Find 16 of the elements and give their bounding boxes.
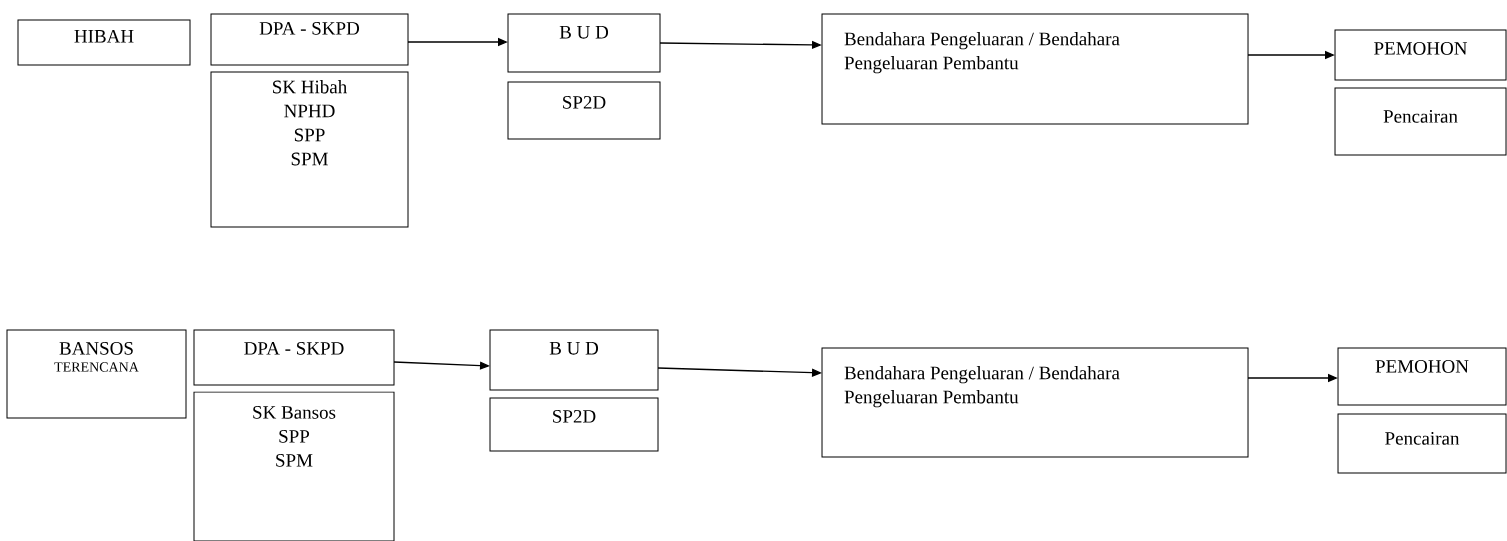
- process-box: PEMOHON: [1337, 347, 1507, 406]
- process-box: DPA - SKPD: [210, 13, 409, 66]
- process-box: BANSOS TERENCANA: [6, 329, 187, 419]
- process-box: DPA - SKPD: [193, 329, 395, 386]
- process-box: SK Bansos SPP SPM: [193, 391, 395, 541]
- process-box: B U D: [489, 329, 659, 391]
- process-box: Pencairan: [1337, 413, 1507, 474]
- process-box: Pencairan: [1334, 87, 1507, 156]
- process-box: SP2D: [489, 397, 659, 452]
- process-box: HIBAH: [17, 19, 191, 66]
- process-box: Bendahara Pengeluaran / Bendahara Pengeluaran Pembantu: [821, 347, 1249, 458]
- process-box: SK Hibah NPHD SPP SPM: [210, 71, 409, 228]
- process-box: SP2D: [507, 81, 661, 140]
- process-box: PEMOHON: [1334, 29, 1507, 81]
- process-box: B U D: [507, 13, 661, 73]
- process-box: Bendahara Pengeluaran / Bendahara Pengeluaran Pembantu: [821, 13, 1249, 125]
